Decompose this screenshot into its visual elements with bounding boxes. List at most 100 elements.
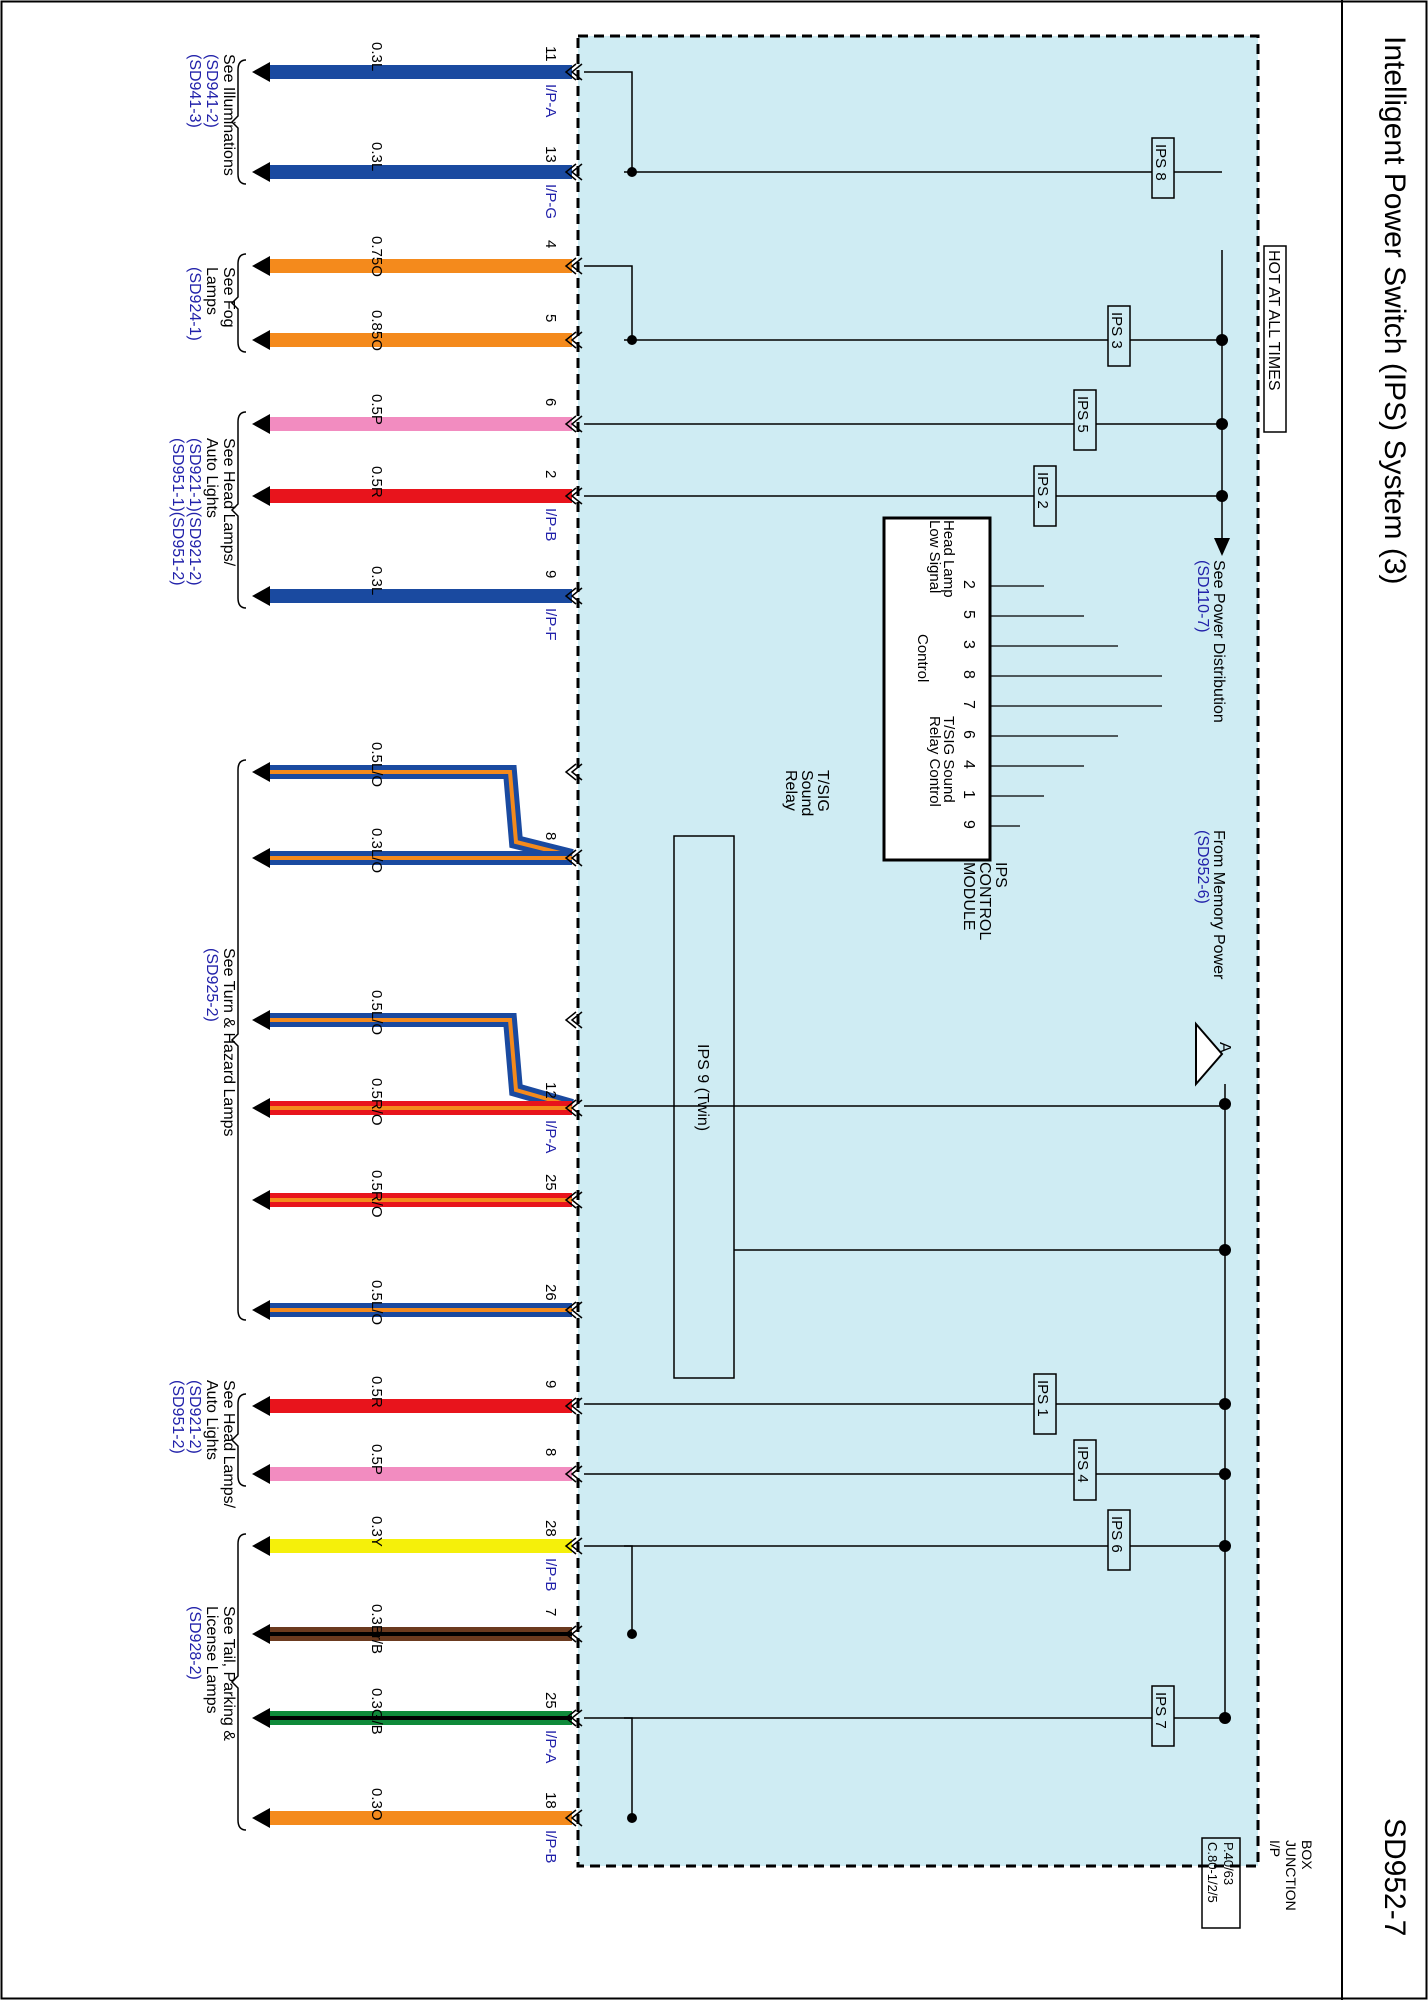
wire-size-label: 0.5R/O xyxy=(368,1170,385,1218)
reference-code: (SD925-2) xyxy=(203,948,220,1022)
connector-terminal xyxy=(564,487,583,505)
ips-block: IPS 5 xyxy=(1073,389,1097,451)
ips9-block xyxy=(673,835,735,1379)
pin-label: 7 xyxy=(542,1608,559,1616)
connector-label: I/P-A xyxy=(542,1730,559,1763)
reference-text: Lamps xyxy=(203,267,220,315)
module-pin-label: 4 xyxy=(960,760,977,769)
wire-size-label: 0.5R xyxy=(368,466,385,498)
feed-lines xyxy=(584,71,1231,1823)
ips-block-box xyxy=(1107,305,1131,367)
ips9-label: IPS 9 (Twin) xyxy=(694,1044,711,1131)
module-pin-label: 2 xyxy=(960,580,977,589)
wire-arrow xyxy=(252,162,270,182)
wire-arrow xyxy=(252,1396,270,1416)
wire-size-label: 0.3L xyxy=(368,566,385,595)
jumper-line xyxy=(584,1545,633,1634)
reference-text: Auto Lights xyxy=(203,438,220,518)
ips-block: IPS 2 xyxy=(1033,465,1057,527)
reference-brace xyxy=(230,1393,247,1487)
reference-code: (SD951-2) xyxy=(169,1380,186,1454)
reference-text: License Lamps xyxy=(203,1606,220,1714)
ips-block-box xyxy=(1151,137,1175,199)
wire-size-label: 0.5P xyxy=(368,394,385,425)
jumper-line xyxy=(584,265,633,340)
ips-block-label: IPS 3 xyxy=(1108,312,1125,349)
ips-block-box xyxy=(1033,1373,1057,1435)
jumper-line xyxy=(584,1717,633,1818)
junction-dot xyxy=(1216,490,1228,502)
wire-arrow xyxy=(252,1098,270,1118)
wire-size-label: 0.75O xyxy=(368,236,385,277)
ips-block-label: IPS 6 xyxy=(1108,1516,1125,1553)
connector-terminal xyxy=(564,331,583,349)
hot-label-box xyxy=(1263,245,1287,433)
wire-size-label: 0.3O xyxy=(368,1788,385,1821)
module-name-line: IPS xyxy=(992,862,1009,888)
module-name-line: CONTROL xyxy=(976,862,993,940)
wire-size-label: 0.5R/O xyxy=(368,1078,385,1126)
wire-arrow xyxy=(252,1536,270,1556)
reference-group: See Tail, Parking &License Lamps(SD928-2… xyxy=(186,1533,247,1831)
module-name-line: MODULE xyxy=(960,862,977,930)
references: See Illuminations(SD941-2)(SD941-3)See F… xyxy=(169,54,247,1831)
wire-size-label: 0.3Br/B xyxy=(368,1604,385,1654)
module-group-label: Low Signal xyxy=(926,520,943,593)
ips-block: IPS 8 xyxy=(1151,137,1175,199)
ips-block-label: IPS 5 xyxy=(1074,396,1091,433)
wire-stripe xyxy=(270,770,573,858)
reference-text: See Fog xyxy=(220,267,237,327)
pin-label: 8 xyxy=(542,1448,559,1456)
junction-box-label-line: JUNCTION xyxy=(1283,1840,1299,1911)
connector-label: I/P-B xyxy=(542,1558,559,1591)
connector-terminal xyxy=(564,415,583,433)
ips-block: IPS 6 xyxy=(1107,1509,1131,1571)
ips-block: IPS 4 xyxy=(1073,1439,1097,1501)
wire-arrow xyxy=(252,486,270,506)
wire-arrow xyxy=(252,848,270,868)
connector-terminal xyxy=(564,1301,583,1319)
reference-text: Auto Lights xyxy=(203,1380,220,1460)
relay-label-line: Sound xyxy=(798,770,815,816)
reference-text: See Illuminations xyxy=(220,54,237,176)
module-pin-label: 9 xyxy=(960,820,977,829)
connector-terminal xyxy=(564,163,583,181)
reference-brace xyxy=(230,759,247,1321)
wire-size-label: 0.3L xyxy=(368,42,385,71)
connector-terminal xyxy=(564,63,583,81)
wire-arrow xyxy=(252,1708,270,1728)
wire-size-label: 0.3Y xyxy=(368,1516,385,1547)
reference-text: See Head Lamps/ xyxy=(220,1380,237,1509)
wire-arrow xyxy=(252,586,270,606)
wire-size-label: 0.5L/O xyxy=(368,990,385,1035)
connector-terminal xyxy=(564,1809,583,1827)
module-pin-label: 1 xyxy=(960,790,977,799)
ips-block-label: IPS 1 xyxy=(1034,1380,1051,1417)
ips-block-box xyxy=(1107,1509,1131,1571)
junction-box-label: I/P JUNCTION BOX xyxy=(1267,1840,1315,1911)
junction-box-ref: P.40/63 C.80-1/2/5 xyxy=(1201,1837,1241,1929)
power-distribution-ref: (SD110-7) xyxy=(1194,560,1211,633)
connector-terminal xyxy=(564,1709,583,1727)
reference-code: (SD928-2) xyxy=(186,1606,203,1680)
junction-dot xyxy=(627,335,637,345)
reference-brace xyxy=(230,59,247,185)
wire-arrow xyxy=(252,1464,270,1484)
connector-label: I/P-B xyxy=(542,1830,559,1863)
page-code: SD952-7 xyxy=(1378,1818,1411,1936)
connector-terminal xyxy=(564,1465,583,1483)
connector-label: I/P-A xyxy=(542,84,559,117)
